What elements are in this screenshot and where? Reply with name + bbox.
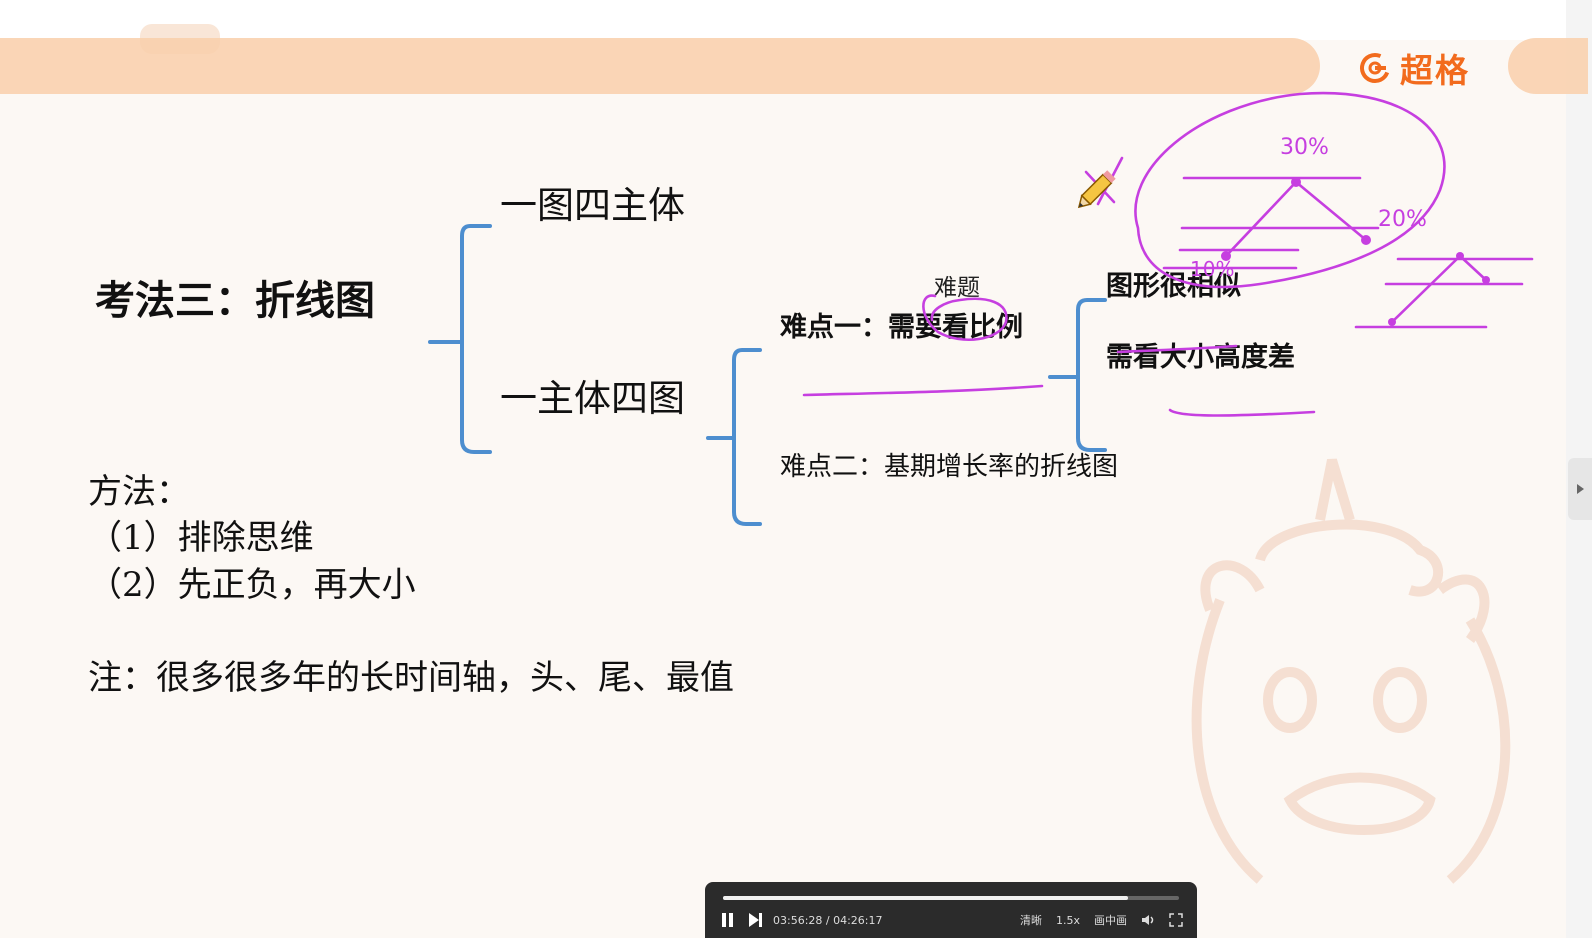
fullscreen-icon[interactable] [1169, 913, 1183, 927]
speed-button[interactable]: 1.5x [1055, 913, 1080, 927]
branch-one-subject-four-charts: 一主体四图 [500, 377, 685, 420]
progress-bar[interactable] [723, 896, 1179, 900]
method-title: 方法： [88, 472, 190, 512]
point-height-difference: 需看大小高度差 [1106, 342, 1295, 373]
main-title: 考法三：折线图 [95, 278, 375, 324]
brand-logo: 超格 [1358, 44, 1470, 92]
player-controls: 03:56:28 / 04:26:17 清晰 1.5x 画中画 [721, 912, 1183, 928]
brand-logo-icon [1360, 53, 1390, 83]
volume-icon[interactable] [1141, 913, 1155, 927]
side-tab-arrow-icon [1576, 484, 1584, 494]
picture-in-picture-button[interactable]: 画中画 [1094, 914, 1127, 927]
hard-question-annotation: 难题 [934, 275, 980, 301]
playback-time: 03:56:28 / 04:26:17 [773, 913, 883, 927]
difficulty-one: 难点一：需要看比例 [780, 312, 1023, 343]
note-text: 注：很多很多年的长时间轴，头、尾、最值 [88, 658, 734, 698]
method-item-2: （2）先正负，再大小 [88, 565, 416, 605]
next-icon[interactable] [749, 913, 762, 927]
header-band [0, 38, 1320, 94]
side-panel-toggle[interactable] [1568, 458, 1592, 520]
method-item-1: （1）排除思维 [88, 518, 314, 558]
header-band-right [1508, 38, 1588, 94]
brand-name: 超格 [1400, 51, 1470, 90]
point-similar-shapes: 图形很相似 [1106, 271, 1241, 302]
video-player-bar[interactable]: 03:56:28 / 04:26:17 清晰 1.5x 画中画 [705, 882, 1197, 938]
pause-icon[interactable] [721, 913, 735, 927]
mascot-watermark [1191, 458, 1511, 884]
quality-button[interactable]: 清晰 [1019, 914, 1042, 927]
progress-fill [723, 896, 1128, 900]
difficulty-two: 难点二：基期增长率的折线图 [780, 452, 1119, 482]
branch-one-chart-four-subjects: 一图四主体 [500, 184, 685, 227]
